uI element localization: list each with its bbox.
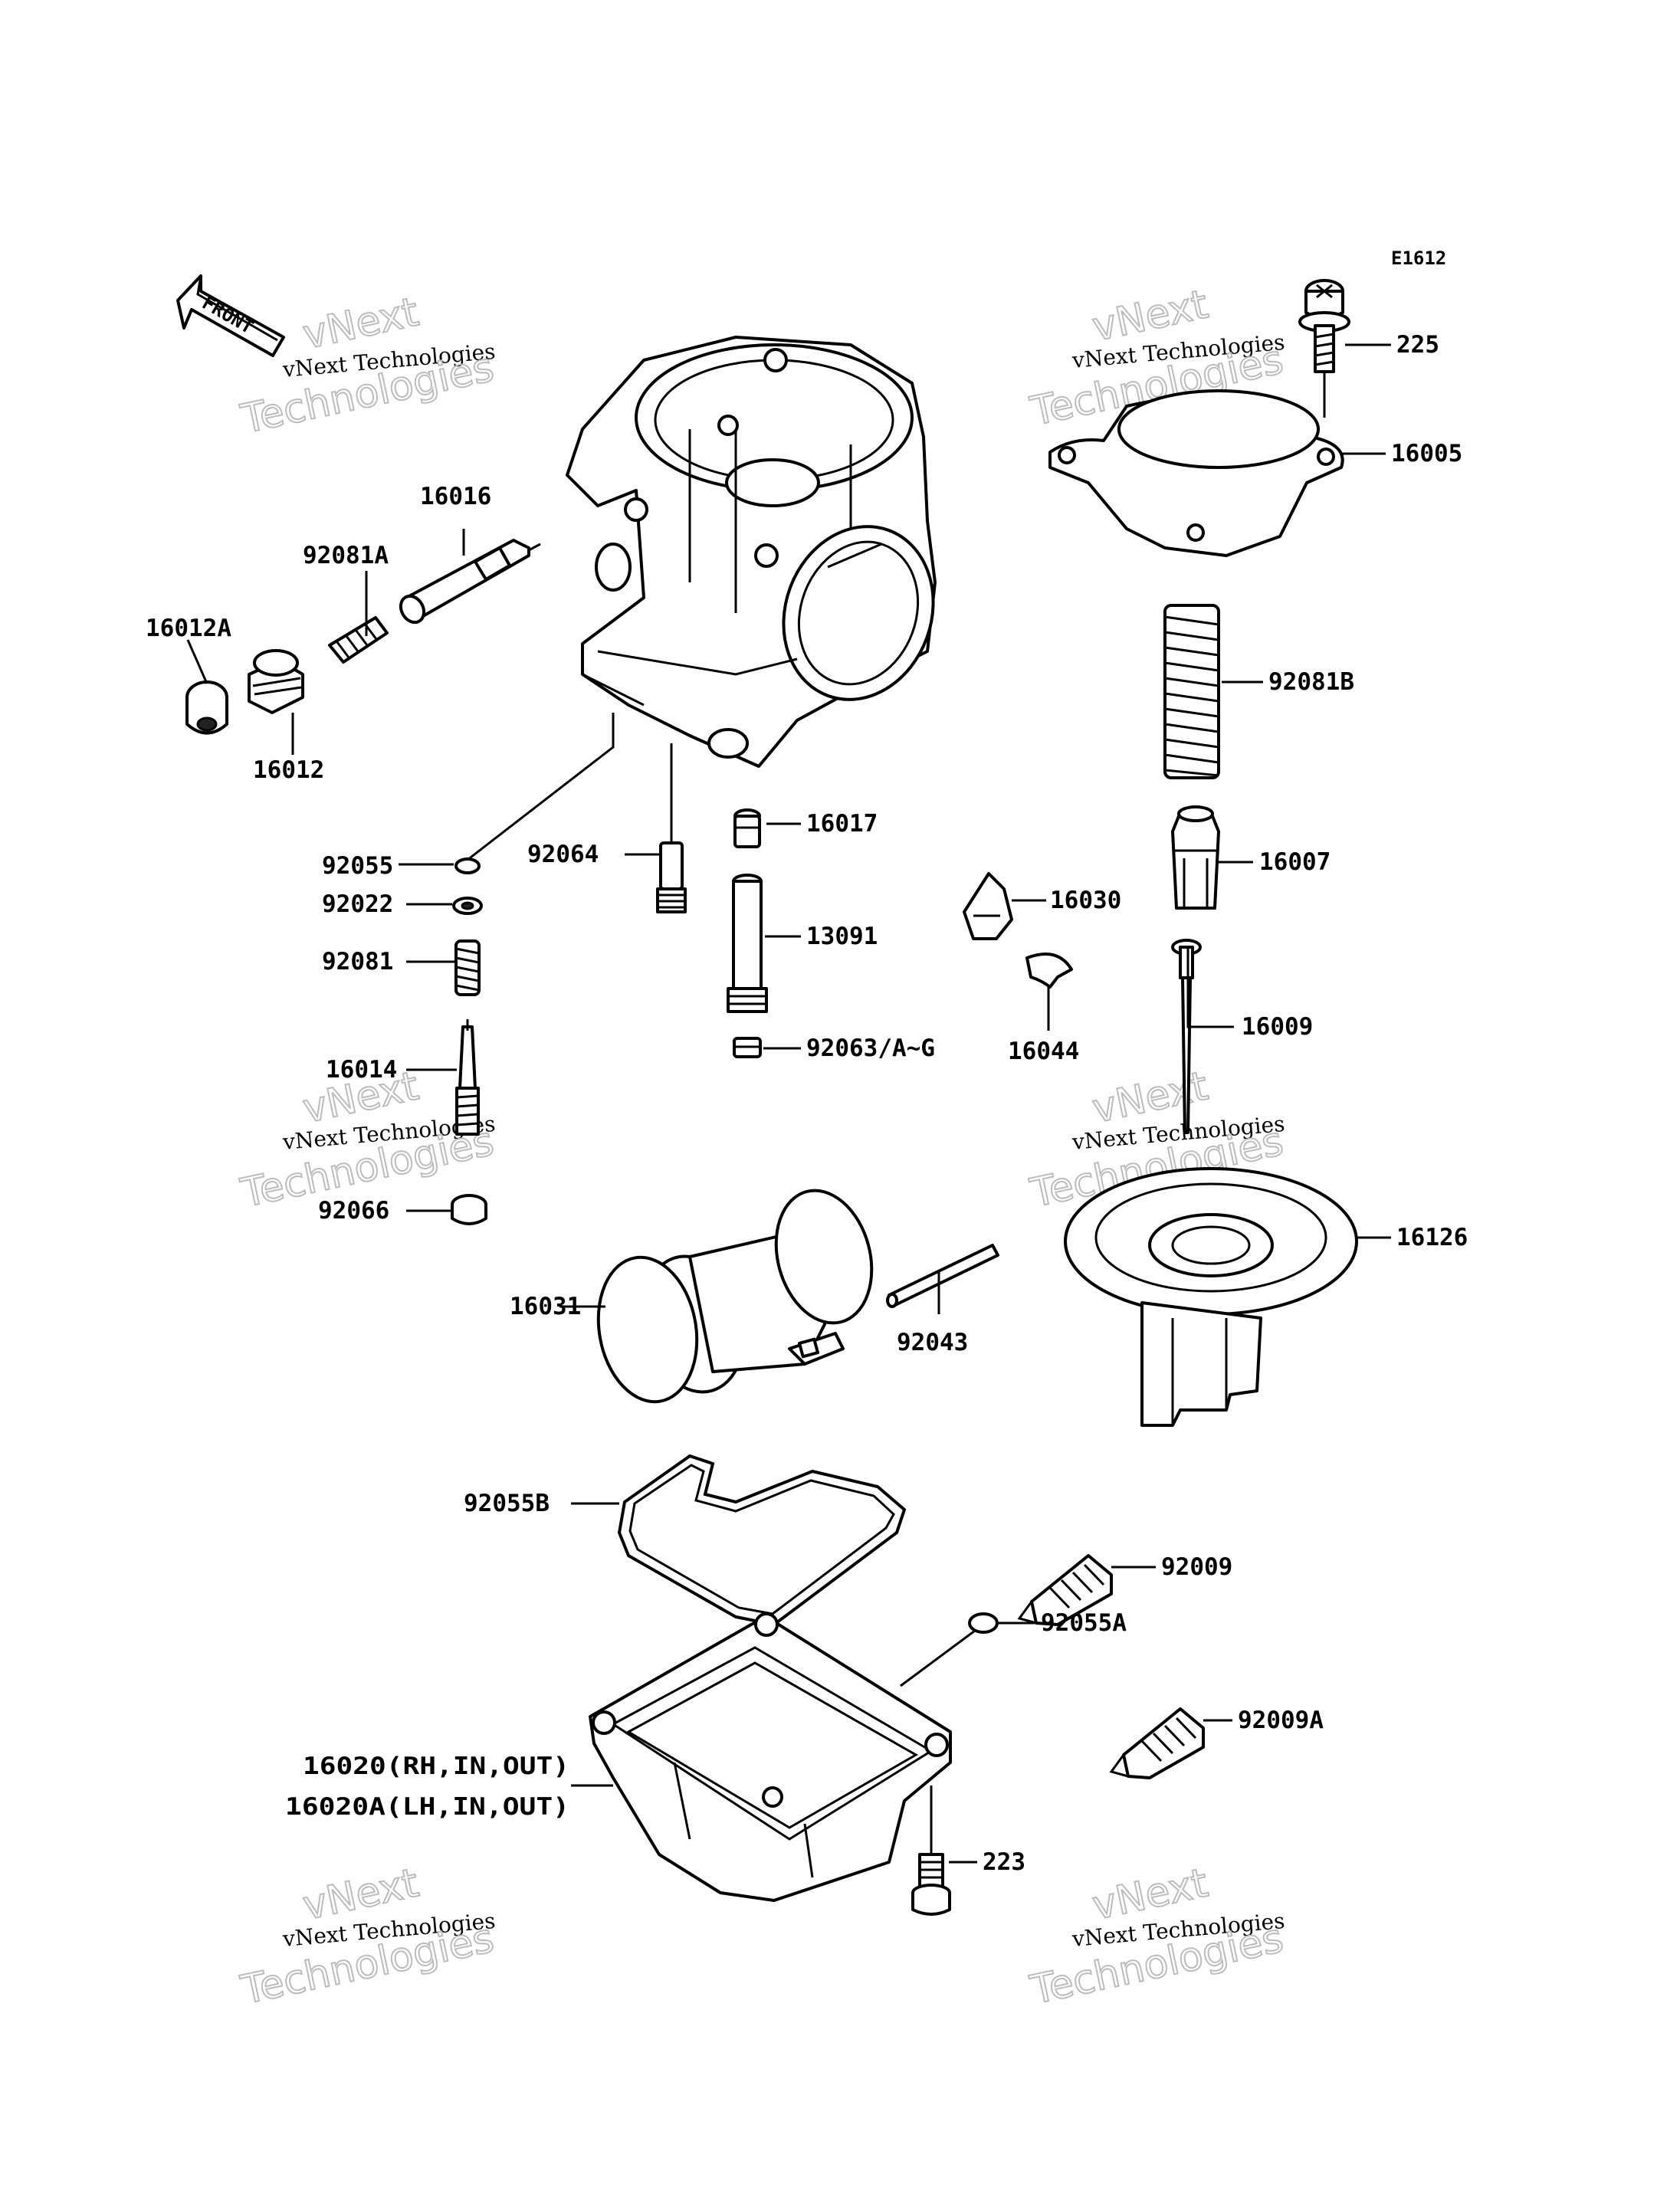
spring-92081b [1163, 604, 1220, 779]
label-16012: 16012 [253, 756, 324, 784]
screw-92009 [1017, 1554, 1113, 1626]
clip-16044 [1025, 953, 1073, 989]
label-16005: 16005 [1391, 440, 1462, 467]
label-92063: 92063/A~G [806, 1035, 935, 1062]
diagram-code: E1612 [1391, 248, 1446, 269]
float-bowl-16020 [589, 1612, 952, 1902]
main-jet-92063 [733, 1037, 762, 1058]
diaphragm-piston-16126 [1064, 1167, 1358, 1427]
label-16030: 16030 [1050, 887, 1121, 914]
spring-92081 [454, 939, 481, 996]
starter-plunger-16016 [399, 539, 541, 625]
watermark: vNext Technologies vNext Technologies [236, 1859, 498, 2014]
drain-screw-223 [911, 1853, 951, 1916]
top-cover-16005 [1048, 389, 1344, 557]
label-16020a: 16020A(LH,IN,OUT) [285, 1793, 569, 1821]
label-16031: 16031 [510, 1293, 581, 1320]
label-16009: 16009 [1242, 1013, 1313, 1041]
o-ring-92055a [968, 1612, 999, 1634]
needle-holder-16007 [1171, 805, 1220, 910]
float-valve-16030 [963, 872, 1013, 940]
pin-92043 [886, 1244, 999, 1308]
watermark: vNext Technologies vNext Technologies [1025, 1859, 1288, 2014]
o-ring-92055 [454, 857, 481, 874]
spring-92081a [328, 616, 389, 664]
washer-92022 [452, 897, 483, 915]
float-16031 [596, 1189, 874, 1404]
front-arrow-icon: FRONT [176, 274, 285, 357]
label-16012a: 16012A [146, 615, 231, 642]
watermark: vNext Technologies vNext Technologies [236, 288, 498, 443]
label-16007: 16007 [1259, 848, 1331, 876]
plug-16012 [248, 649, 304, 714]
jet-92064 [656, 841, 687, 913]
pilot-screw-16014 [455, 1019, 480, 1136]
label-92043: 92043 [897, 1329, 968, 1356]
screw-92009a [1109, 1707, 1205, 1779]
label-92081a: 92081A [303, 542, 389, 569]
label-92081: 92081 [322, 948, 393, 976]
label-92022: 92022 [322, 890, 393, 918]
label-16044: 16044 [1008, 1038, 1079, 1065]
label-16014: 16014 [326, 1056, 397, 1084]
cap-16012a [185, 680, 228, 735]
label-16126: 16126 [1396, 1224, 1468, 1251]
label-225: 225 [1396, 331, 1439, 359]
label-92009a: 92009A [1238, 1707, 1324, 1734]
carburetor-body [566, 336, 937, 768]
label-13091: 13091 [806, 923, 878, 950]
label-223: 223 [983, 1848, 1025, 1876]
gasket-92055b [617, 1454, 907, 1627]
label-92081b: 92081B [1268, 668, 1354, 696]
label-92009: 92009 [1161, 1553, 1232, 1581]
label-92066: 92066 [318, 1197, 389, 1225]
label-16016: 16016 [420, 483, 491, 510]
label-16017: 16017 [806, 810, 878, 838]
part-labels: 225 16005 16016 92081A 16012A 16012 9208… [146, 331, 1468, 1876]
cap-92066 [451, 1194, 487, 1225]
label-92055b: 92055B [464, 1490, 550, 1517]
screw-225 [1298, 279, 1350, 373]
label-92055a: 92055A [1041, 1609, 1127, 1637]
needle-jet-13091 [727, 874, 768, 1013]
label-92064: 92064 [527, 841, 599, 868]
leader-lines [186, 343, 1391, 1864]
jet-16017 [733, 808, 761, 848]
label-92055: 92055 [322, 852, 393, 880]
label-16020: 16020(RH,IN,OUT) [303, 1753, 569, 1780]
